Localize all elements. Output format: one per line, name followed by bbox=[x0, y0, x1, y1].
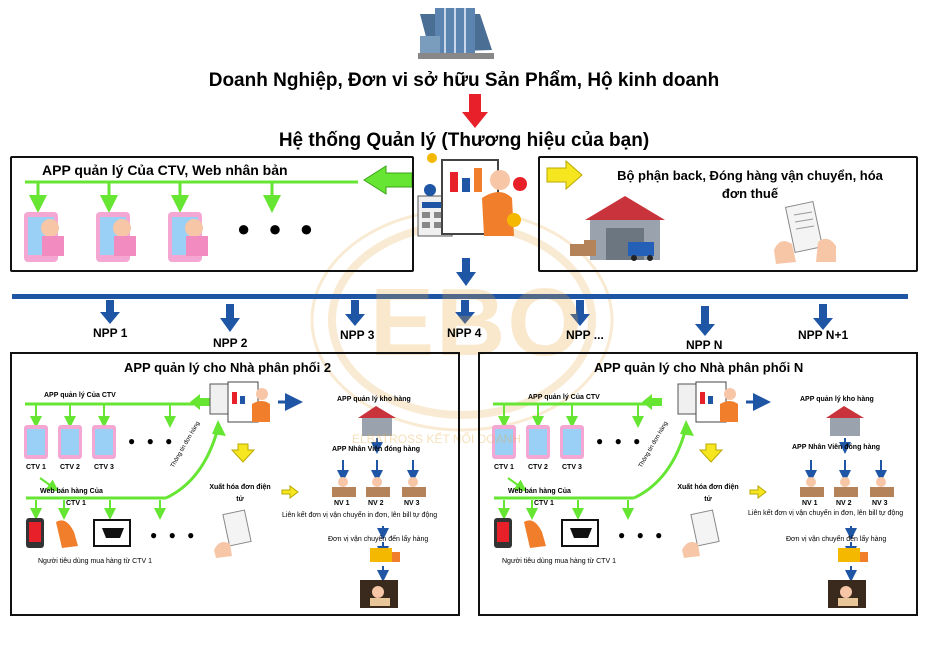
ctv-label: CTV 3 bbox=[94, 464, 114, 471]
manager-dashboard-icon bbox=[417, 153, 527, 237]
warehouse-icon bbox=[570, 196, 665, 261]
web-sale-label: Web bán hàng Của bbox=[40, 488, 103, 495]
ellipsis: ● ● ● bbox=[128, 434, 177, 448]
ellipsis: ● ● ● bbox=[596, 434, 645, 448]
enterprise-title: Doanh Nghiệp, Đơn vi sở hữu Sản Phẩm, Hộ… bbox=[208, 70, 720, 91]
npp-label: NPP 2 bbox=[213, 336, 248, 350]
ctv-phone-icon-2 bbox=[96, 212, 136, 262]
nv-label: NV 2 bbox=[836, 500, 852, 507]
shipping-link-label: Liên kết đơn vị vận chuyển in đơn, lên b… bbox=[748, 510, 904, 517]
nv-label: NV 1 bbox=[334, 500, 350, 507]
invoice-label: Xuất hóa đơn điện bbox=[209, 484, 271, 491]
ctv-label: CTV 3 bbox=[562, 464, 582, 471]
ctv-app-label: APP quản lý Của CTV bbox=[528, 394, 600, 401]
panel-1-graphics bbox=[24, 381, 426, 608]
yellow-right-arrow bbox=[546, 159, 583, 191]
web-sale-label-2: CTV 1 bbox=[66, 500, 86, 507]
nppn-panel-title: APP quản lý cho Nhà phân phối N bbox=[594, 360, 804, 375]
ctv-label: CTV 2 bbox=[528, 464, 548, 471]
ctv-label: CTV 1 bbox=[494, 464, 514, 471]
ctv-panel bbox=[10, 156, 414, 272]
nv-label: NV 1 bbox=[802, 500, 818, 507]
nv-label: NV 2 bbox=[368, 500, 384, 507]
ellipsis: ● ● ● bbox=[618, 528, 667, 542]
invoice-label: Xuất hóa đơn điện bbox=[677, 484, 739, 491]
invoice-hands-icon bbox=[774, 200, 836, 264]
npp-label: NPP 3 bbox=[340, 328, 375, 342]
shipping-link-label: Liên kết đơn vị vận chuyển in đơn, lên b… bbox=[282, 512, 438, 519]
consumer-label: Người tiêu dùng mua hàng từ CTV 1 bbox=[502, 558, 616, 565]
system-title: Hệ thống Quản lý (Thương hiệu của bạn) bbox=[278, 130, 650, 151]
web-sale-label: Web bán hàng Của bbox=[508, 488, 571, 495]
back-office-panel bbox=[538, 156, 918, 272]
ctv-app-label: APP quản lý Của CTV bbox=[44, 392, 116, 399]
blue-down-arrow-center bbox=[456, 258, 476, 286]
npp-label: NPP N+1 bbox=[798, 328, 849, 342]
nv-label: NV 3 bbox=[404, 500, 420, 507]
invoice-label-2: tử bbox=[236, 496, 244, 503]
packing-app-label: APP Nhân Viên đóng hàng bbox=[332, 446, 421, 453]
npp2-panel-title: APP quản lý cho Nhà phân phối 2 bbox=[124, 360, 332, 375]
ctv-panel-title: APP quản lý Của CTV, Web nhân bản bbox=[42, 162, 288, 178]
building-icon bbox=[418, 8, 494, 59]
packing-app-label: APP Nhân Viên đóng hàng bbox=[792, 444, 881, 451]
ctv-phone-icon-1 bbox=[24, 212, 64, 262]
watermark-logo: EBO bbox=[370, 269, 585, 376]
nppn-panel bbox=[478, 352, 918, 616]
npp-label: NPP 1 bbox=[93, 326, 128, 340]
nv-label: NV 3 bbox=[872, 500, 888, 507]
panel-2-graphics bbox=[492, 381, 894, 608]
invoice-label-2: tử bbox=[704, 496, 712, 503]
npp2-panel bbox=[10, 352, 460, 616]
consumer-label: Người tiêu dùng mua hàng từ CTV 1 bbox=[38, 558, 152, 565]
ctv-label: CTV 2 bbox=[60, 464, 80, 471]
back-office-title-2: đơn thuế bbox=[721, 186, 779, 201]
ellipsis: ● ● ● bbox=[150, 528, 199, 542]
pickup-label: Đơn vị vận chuyển đến lấy hàng bbox=[328, 536, 429, 543]
warehouse-app-label: APP quản lý kho hàng bbox=[337, 396, 411, 403]
pickup-label: Đơn vị vận chuyển đến lấy hàng bbox=[786, 536, 887, 543]
green-left-arrow-top bbox=[363, 165, 413, 195]
ctv-ellipsis: ● ● ● bbox=[237, 216, 320, 241]
distribution-bar bbox=[12, 294, 908, 299]
red-down-arrow bbox=[462, 94, 488, 128]
back-office-title-1: Bộ phận back, Đóng hàng vận chuyển, hóa bbox=[617, 168, 883, 183]
ctv-label: CTV 1 bbox=[26, 464, 46, 471]
ctv-phone-icon-3 bbox=[168, 212, 208, 262]
warehouse-app-label: APP quản lý kho hàng bbox=[800, 396, 874, 403]
npp-label: NPP ... bbox=[566, 328, 604, 342]
web-sale-label-2: CTV 1 bbox=[534, 500, 554, 507]
npp-label: NPP N bbox=[686, 338, 723, 352]
npp-label: NPP 4 bbox=[447, 326, 482, 340]
